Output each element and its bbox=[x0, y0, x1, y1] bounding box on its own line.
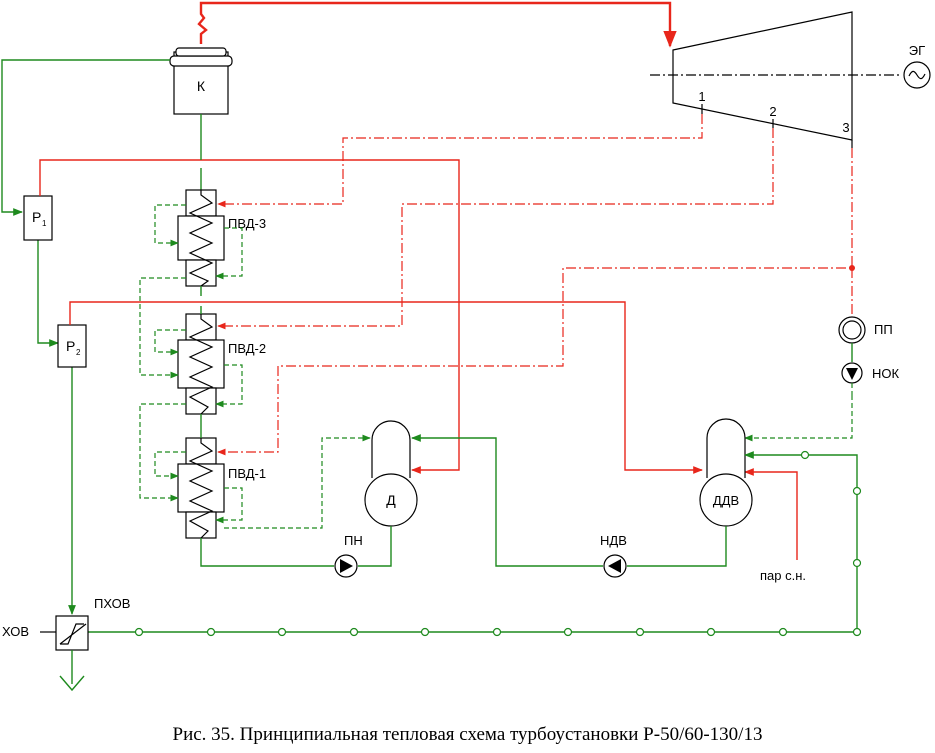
water-line-nodes bbox=[134, 450, 862, 637]
bleed-2-label: 2 bbox=[769, 104, 776, 119]
chem-treated-water-label: ХОВ bbox=[2, 624, 29, 639]
make-up-deaerator-label: ДДВ bbox=[713, 493, 739, 508]
r1-unit: Р 1 bbox=[23, 195, 53, 241]
deaerator-label: Д bbox=[386, 492, 396, 508]
r2-sub: 2 bbox=[76, 348, 81, 357]
drain-lines bbox=[139, 204, 853, 529]
r2-label: Р bbox=[66, 338, 75, 354]
thermal-scheme: 1 2 3 ЭГ К Р 1 Р 2 ПВД-3 bbox=[1, 1, 931, 692]
bleed-steam-lines bbox=[217, 114, 855, 456]
hp-heater-2: ПВД-2 bbox=[177, 313, 266, 415]
deaerator: Д bbox=[364, 420, 418, 527]
make-up-pump: НДВ bbox=[600, 533, 627, 578]
generator-label: ЭГ bbox=[909, 43, 925, 58]
hp-heater-1: ПВД-1 bbox=[177, 437, 266, 539]
turbine: 1 2 3 bbox=[650, 11, 900, 148]
make-up-deaerator: ДДВ bbox=[699, 418, 753, 527]
chem-water-heater-label: ПХОВ bbox=[94, 596, 130, 611]
condenser: К bbox=[169, 47, 233, 115]
chem-water-heater: ПХОВ bbox=[55, 596, 130, 651]
r2-unit: Р 2 bbox=[57, 324, 87, 368]
bleed-1-label: 1 bbox=[698, 89, 705, 104]
network-heater-label: ПП bbox=[874, 322, 893, 337]
aux-steam-label: пар с.н. bbox=[760, 568, 806, 583]
live-steam-line bbox=[197, 1, 677, 48]
hp-heater-3: ПВД-3 bbox=[177, 189, 266, 287]
r1-label: Р bbox=[32, 209, 41, 225]
condensate-pump: НОК bbox=[841, 362, 900, 384]
bleed-3-label: 3 bbox=[842, 120, 849, 135]
condenser-label: К bbox=[197, 78, 206, 94]
feed-pump: ПН bbox=[334, 533, 363, 578]
hp-heater-3-label: ПВД-3 bbox=[228, 216, 266, 231]
condensate-pump-label: НОК bbox=[872, 366, 900, 381]
figure-caption: Рис. 35. Принципиальная тепловая схема т… bbox=[172, 724, 763, 745]
make-up-pump-label: НДВ bbox=[600, 533, 627, 548]
hp-heater-2-label: ПВД-2 bbox=[228, 341, 266, 356]
r1-sub: 1 bbox=[42, 219, 47, 228]
hp-heater-1-label: ПВД-1 bbox=[228, 466, 266, 481]
network-heater: ПП bbox=[838, 316, 893, 344]
feed-pump-label: ПН bbox=[344, 533, 363, 548]
generator: ЭГ bbox=[903, 43, 931, 89]
